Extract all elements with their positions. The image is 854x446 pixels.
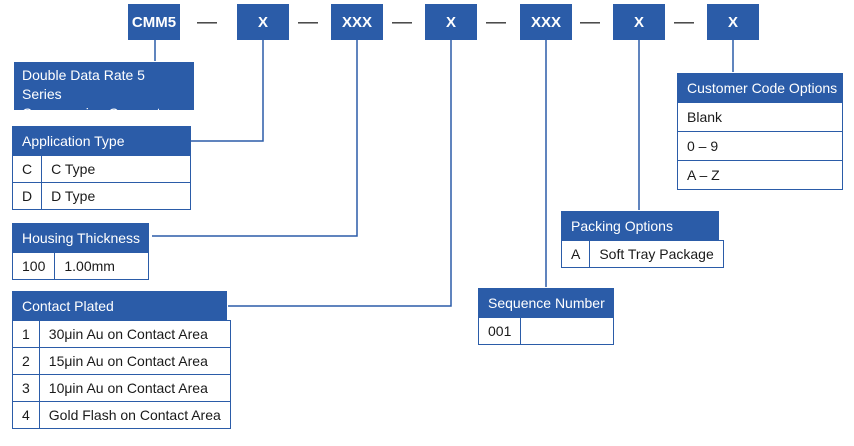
line-housing-thickness	[152, 40, 358, 237]
table-row: D D Type	[11, 182, 191, 210]
option-description: 10μin Au on Contact Area	[38, 374, 231, 402]
part-segment-application: X	[237, 4, 289, 40]
housing-thickness-header: Housing Thickness	[12, 223, 149, 252]
separator: —	[197, 10, 217, 33]
option-description: C Type	[41, 155, 191, 183]
option-description: Gold Flash on Contact Area	[38, 401, 231, 429]
table-row: 2 15μin Au on Contact Area	[12, 347, 231, 375]
contact-plated-header: Contact Plated	[12, 291, 227, 320]
part-segment-customer: X	[707, 4, 759, 40]
part-segment-sequence: XXX	[520, 4, 572, 40]
line-contact-plated	[228, 40, 452, 307]
option-code: D	[11, 182, 43, 210]
customer-code-table: Blank 0 – 9 A – Z	[677, 102, 843, 190]
option-code: 100	[11, 252, 56, 280]
table-row: A Soft Tray Package	[560, 240, 724, 268]
option-description: 1.00mm	[54, 252, 149, 280]
separator: —	[674, 10, 694, 33]
table-row: 3 10μin Au on Contact Area	[12, 374, 231, 402]
table-row: Blank	[677, 102, 843, 132]
table-row: 100 1.00mm	[11, 252, 149, 280]
separator: —	[580, 10, 600, 33]
table-row: A – Z	[677, 160, 843, 190]
line-application-type	[190, 40, 264, 142]
option-description	[520, 317, 614, 345]
table-row: C C Type	[11, 155, 191, 183]
sequence-number-header: Sequence Number	[478, 288, 614, 317]
option-code: 3	[12, 374, 40, 402]
sequence-number-table: 001	[477, 317, 614, 345]
part-segment-housing: XXX	[331, 4, 383, 40]
series-line-1: Double Data Rate 5 Series	[22, 67, 145, 102]
packing-options-header: Packing Options	[561, 211, 719, 240]
separator: —	[486, 10, 506, 33]
option-value: A – Z	[677, 160, 843, 190]
part-segment-contact: X	[425, 4, 477, 40]
option-value: 0 – 9	[677, 131, 843, 161]
part-segment-packing: X	[613, 4, 665, 40]
application-type-table: C C Type D D Type	[11, 155, 191, 210]
option-code: 1	[12, 320, 40, 348]
option-description: D Type	[41, 182, 191, 210]
option-code: A	[560, 240, 591, 268]
option-description: Soft Tray Package	[589, 240, 724, 268]
table-row: 1 30μin Au on Contact Area	[12, 320, 231, 348]
table-row: 0 – 9	[677, 131, 843, 161]
option-value: Blank	[677, 102, 843, 132]
option-code: 2	[12, 347, 40, 375]
separator: —	[298, 10, 318, 33]
contact-plated-table: 1 30μin Au on Contact Area 2 15μin Au on…	[12, 320, 231, 429]
separator: —	[392, 10, 412, 33]
option-code: 001	[477, 317, 522, 345]
application-type-header: Application Type	[12, 126, 191, 155]
housing-thickness-table: 100 1.00mm	[11, 252, 149, 280]
option-code: C	[11, 155, 43, 183]
series-line-2: Compression Connector	[22, 105, 173, 121]
table-row: 4 Gold Flash on Contact Area	[12, 401, 231, 429]
option-description: 15μin Au on Contact Area	[38, 347, 231, 375]
table-row: 001	[477, 317, 614, 345]
option-code: 4	[12, 401, 40, 429]
series-box: Double Data Rate 5 Series Compression Co…	[14, 62, 194, 121]
packing-options-table: A Soft Tray Package	[560, 240, 724, 268]
option-description: 30μin Au on Contact Area	[38, 320, 231, 348]
customer-code-header: Customer Code Options	[677, 73, 843, 102]
part-segment-series: CMM5	[128, 4, 180, 40]
